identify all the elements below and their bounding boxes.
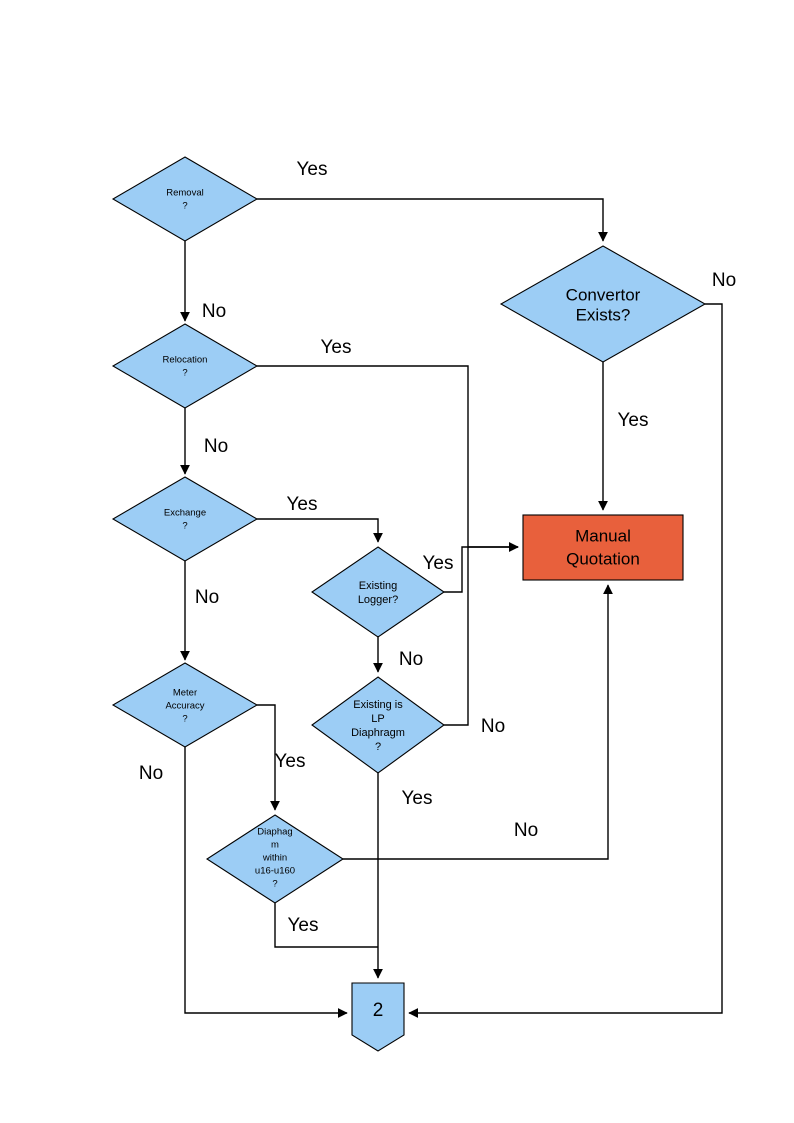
edge-label-convertor-no: No (712, 270, 736, 291)
node-meter-line-0: Meter (173, 688, 197, 699)
edge-exchange-yes (257, 518, 383, 543)
node-exchange[interactable]: Exchange ? (111, 476, 259, 562)
edge-label-meter-accuracy-no: No (139, 763, 163, 784)
edge-label-exchange-no: No (195, 587, 219, 608)
node-connector-2[interactable]: 2 (351, 982, 405, 1052)
node-diaphagm-within-range[interactable]: Diaphag m within u16-u160 ? (205, 814, 345, 904)
node-meter-line-2: ? (182, 714, 187, 725)
edge-label-meter-accuracy-yes: Yes (275, 751, 306, 772)
node-relocation[interactable]: Relocation ? (111, 323, 259, 409)
edge-logger-yes (444, 542, 519, 593)
node-convertor-line-1: Exists? (576, 305, 631, 324)
node-diaphagm-line-0: Diaphag (257, 827, 292, 838)
node-manual-quotation[interactable]: Manual Quotation (522, 514, 684, 581)
node-logger-line-0: Existing (359, 580, 398, 592)
edge-label-convertor-yes: Yes (618, 410, 649, 431)
node-diaphagm-line-1: m (271, 840, 279, 851)
edge-label-exchange-yes: Yes (287, 494, 318, 515)
edge-lp-no (444, 547, 469, 726)
edge-diaphagm-yes (274, 903, 378, 948)
edge-label-logger-no: No (399, 649, 423, 670)
edge-relocation-yes (257, 365, 519, 552)
edge-label-logger-yes: Yes (423, 553, 454, 574)
edge-removal-yes (257, 198, 608, 242)
node-convertor-exists[interactable]: Convertor Exists? (499, 245, 707, 363)
edge-meter-yes (257, 704, 280, 811)
edge-diaphagm-no (343, 584, 613, 860)
node-relocation-line-1: ? (182, 368, 187, 379)
node-diaphagm-line-4: ? (272, 879, 277, 890)
edge-label-lp-diaphragm-yes: Yes (402, 788, 433, 809)
edge-labels-layer: Yes No Yes No Yes No No Yes Yes No No Ye… (139, 159, 736, 936)
edge-label-removal-yes: Yes (297, 159, 328, 180)
node-meter-line-1: Accuracy (165, 701, 204, 712)
edge-meter-no (184, 747, 348, 1018)
node-removal[interactable]: Removal ? (111, 156, 259, 242)
node-exchange-line-0: Exchange (164, 508, 206, 519)
node-logger-line-1: Logger? (358, 594, 398, 606)
node-relocation-line-0: Relocation (163, 355, 208, 366)
node-lp-line-0: Existing is (353, 699, 403, 711)
node-existing-is-lp-diaphragm[interactable]: Existing is LP Diaphragm ? (311, 676, 445, 774)
node-existing-logger[interactable]: Existing Logger? (311, 546, 445, 638)
edge-label-lp-diaphragm-no: No (481, 716, 505, 737)
edge-convertor-no (408, 303, 723, 1018)
edge-label-diaphagm-yes: Yes (288, 915, 319, 936)
nodes-layer: Removal ? Relocation ? Exchange ? Meter … (111, 156, 707, 1052)
edge-label-removal-no: No (202, 301, 226, 322)
node-diaphagm-line-3: u16-u160 (255, 866, 295, 877)
node-exchange-line-1: ? (182, 521, 187, 532)
node-lp-line-2: Diaphragm (351, 727, 405, 739)
edges-layer (180, 198, 723, 1018)
edge-label-relocation-yes: Yes (321, 337, 352, 358)
node-manual-line-0: Manual (575, 526, 631, 545)
node-removal-line-1: ? (182, 201, 187, 212)
node-manual-line-1: Quotation (566, 549, 640, 568)
node-connector-2-label: 2 (373, 1000, 384, 1021)
node-meter-accuracy[interactable]: Meter Accuracy ? (111, 662, 259, 748)
edge-label-diaphagm-no: No (514, 820, 538, 841)
node-lp-line-1: LP (371, 713, 384, 725)
node-removal-line-0: Removal (166, 188, 204, 199)
edge-label-relocation-no: No (204, 436, 228, 457)
node-convertor-line-0: Convertor (566, 285, 641, 304)
node-lp-line-3: ? (375, 741, 381, 753)
node-diaphagm-line-2: within (262, 853, 287, 864)
